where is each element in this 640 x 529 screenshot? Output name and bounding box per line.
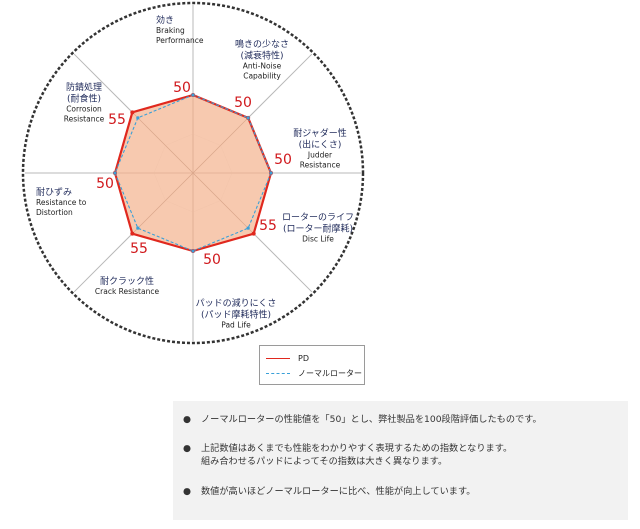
series-pd-point — [130, 110, 135, 115]
axis-label-line: Capability — [243, 72, 281, 81]
note-text: 組み合わせるパッドによってその指数は大きく異なります。 — [201, 456, 448, 467]
legend-swatch-normal-rotor — [266, 372, 290, 374]
series-normal-rotor-point — [246, 226, 250, 230]
axis-label-line: Anti-Noise — [243, 62, 282, 71]
legend-swatch-pd — [266, 357, 290, 359]
axis-label-line: (耐食性) — [67, 93, 101, 105]
bullet-icon: ● — [183, 443, 192, 454]
legend-item-normal-rotor: ノーマルローター — [266, 367, 362, 379]
axis-label-line: (ローター耐摩耗) — [283, 223, 353, 235]
axis-label-line: Judder — [307, 151, 333, 160]
legend-label-pd: PD — [298, 353, 309, 363]
axis-label-line: (出にくさ) — [299, 139, 342, 151]
radar-inner-spoke — [192, 172, 254, 234]
axis-label-line: Resistance — [64, 115, 105, 124]
series-normal-rotor-point — [113, 171, 117, 175]
radar-inner-spoke — [132, 112, 194, 174]
axis-label-line: 鳴きの少なさ — [235, 38, 289, 50]
axis-label-line: Braking — [156, 26, 185, 35]
bullet-icon: ● — [183, 486, 192, 497]
value-label: 50 — [274, 152, 292, 168]
series-pd-point — [130, 231, 135, 236]
value-label: 55 — [259, 218, 277, 234]
series-normal-rotor-line — [114, 94, 272, 252]
axis-label-line: Resistance to — [36, 198, 87, 207]
axis-label-line: (パッド摩耗特性) — [201, 309, 271, 321]
bullet-icon: ● — [183, 414, 192, 425]
chart-legend: PD ノーマルローター — [259, 345, 365, 385]
value-label: 55 — [108, 112, 126, 128]
series-normal-rotor-point — [191, 249, 195, 253]
radar-inner-spoke — [192, 117, 249, 174]
axis-label-line: 耐ひずみ — [36, 186, 72, 198]
radar-inner-spoke — [132, 172, 194, 234]
axis-label-line: Pad Life — [221, 321, 251, 330]
legend-item-pd: PD — [266, 352, 309, 364]
value-label: 50 — [96, 176, 114, 192]
axis-label-line: (減衰特性) — [240, 50, 283, 62]
outer-circle — [21, 1, 365, 345]
axis-label-line: Resistance — [300, 161, 341, 170]
axis-label-line: Crack Resistance — [95, 287, 160, 296]
note-text: 数値が高いほどノーマルローターに比べ、性能が向上しています。 — [201, 486, 476, 497]
value-label: 50 — [203, 252, 221, 268]
series-normal-rotor-point — [246, 116, 250, 120]
axis-label-line: 耐ジャダー性 — [293, 127, 347, 139]
note-text: ノーマルローターの性能値を「50」とし、弊社製品を100段階評価したものです。 — [201, 414, 542, 425]
series-pd-point — [251, 231, 256, 236]
series-normal-rotor-point — [269, 171, 273, 175]
notes-box: ● ノーマルローターの性能値を「50」とし、弊社製品を100段階評価したものです… — [173, 401, 628, 520]
series-normal-rotor-point — [136, 116, 140, 120]
axis-label-line: Distortion — [36, 208, 73, 217]
axis-label-line: パッドの減りにくさ — [196, 297, 277, 309]
series-normal-rotor-point — [136, 226, 140, 230]
axis-label-line: Performance — [156, 36, 204, 45]
axis-label-line: 効き — [156, 14, 174, 26]
value-label: 50 — [234, 95, 252, 111]
axis-label-line: Corrosion — [66, 105, 102, 114]
axis-label: ローターのライフ(ローター耐摩耗)Disc Life — [282, 212, 354, 244]
axis-label-line: Disc Life — [302, 235, 334, 244]
value-label: 50 — [173, 80, 191, 96]
axis-label-line: 防錆処理 — [66, 81, 102, 93]
axis-label: パッドの減りにくさ(パッド摩耗特性)Pad Life — [196, 297, 277, 330]
value-label: 55 — [130, 241, 148, 257]
legend-label-normal-rotor: ノーマルローター — [298, 368, 362, 378]
series-normal-rotor-point — [191, 93, 195, 97]
axis-label-line: ローターのライフ — [282, 212, 354, 223]
axis-label-line: 耐クラック性 — [100, 275, 154, 287]
note-text: 上記数値はあくまでも性能をわかりやすく表現するための指数となります。 — [201, 443, 513, 454]
